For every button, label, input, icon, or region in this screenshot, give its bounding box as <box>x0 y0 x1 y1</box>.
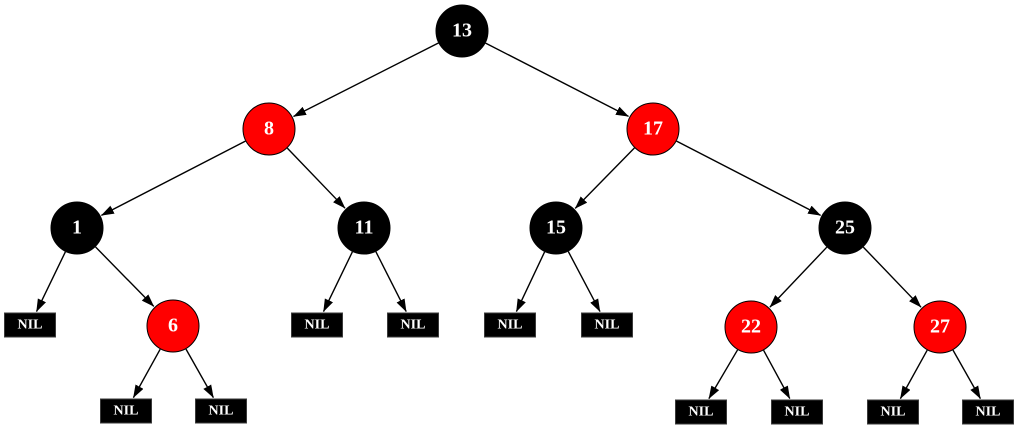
tree-edge-17-25 <box>676 140 822 217</box>
node-label: 11 <box>354 216 374 239</box>
tree-edge-11-nil-b <box>322 251 354 313</box>
nil-leaf-node: NIL <box>291 312 343 338</box>
node-label: 13 <box>452 19 472 42</box>
node-label: 22 <box>741 315 761 338</box>
nil-leaf-node: NIL <box>675 399 727 425</box>
node-label: NIL <box>17 317 43 332</box>
tree-node-1: 1 <box>50 201 104 255</box>
tree-edge-1-nil-a <box>35 251 67 313</box>
tree-node-22: 22 <box>724 300 778 354</box>
tree-edge-8-11 <box>286 147 346 209</box>
node-label: NIL <box>688 404 714 419</box>
nil-leaf-node: NIL <box>195 398 247 424</box>
tree-edge-6-nil-g <box>185 348 215 399</box>
tree-edge-8-1 <box>100 140 246 217</box>
tree-edge-15-nil-e <box>567 251 601 313</box>
tree-node-13: 13 <box>435 4 489 58</box>
node-label: NIL <box>113 403 139 418</box>
node-label: NIL <box>784 404 810 419</box>
tree-edge-11-nil-c <box>375 251 407 313</box>
node-label: 8 <box>264 117 274 140</box>
nil-leaf-node: NIL <box>962 399 1014 425</box>
tree-node-15: 15 <box>529 201 583 255</box>
tree-edge-1-6 <box>95 246 155 307</box>
node-label: 17 <box>643 117 663 140</box>
nil-leaf-node: NIL <box>581 312 633 338</box>
node-label: NIL <box>497 317 523 332</box>
node-label: NIL <box>594 317 620 332</box>
nil-leaf-node: NIL <box>771 399 823 425</box>
tree-edge-17-15 <box>574 147 635 209</box>
tree-edge-25-22 <box>769 246 828 308</box>
nil-leaf-node: NIL <box>4 312 56 338</box>
tree-node-8: 8 <box>242 102 296 156</box>
tree-edge-27-nil-j <box>899 349 928 400</box>
nil-leaf-node: NIL <box>867 399 919 425</box>
node-label: 15 <box>546 216 566 239</box>
node-label: 6 <box>168 314 178 337</box>
tree-node-25: 25 <box>818 201 872 255</box>
tree-edge-15-nil-d <box>515 251 546 313</box>
tree-edge-13-8 <box>293 42 439 118</box>
tree-node-11: 11 <box>337 201 391 255</box>
node-label: NIL <box>975 404 1001 419</box>
node-label: NIL <box>400 317 426 332</box>
nil-leaf-node: NIL <box>484 312 536 338</box>
tree-edge-25-27 <box>862 246 922 308</box>
tree-edge-22-nil-h <box>708 349 739 400</box>
tree-node-27: 27 <box>913 300 967 354</box>
node-label: NIL <box>304 317 330 332</box>
node-label: 1 <box>72 216 82 239</box>
tree-edge-13-17 <box>485 42 629 118</box>
tree-node-6: 6 <box>146 299 200 353</box>
node-label: 25 <box>835 216 855 239</box>
tree-node-17: 17 <box>626 102 680 156</box>
nil-leaf-node: NIL <box>100 398 152 424</box>
tree-edge-6-nil-f <box>132 348 161 399</box>
node-label: 27 <box>930 315 950 338</box>
node-label: NIL <box>880 404 906 419</box>
tree-edge-27-nil-k <box>952 349 982 400</box>
nil-leaf-node: NIL <box>387 312 439 338</box>
tree-edge-22-nil-i <box>762 349 791 400</box>
node-label: NIL <box>208 403 234 418</box>
